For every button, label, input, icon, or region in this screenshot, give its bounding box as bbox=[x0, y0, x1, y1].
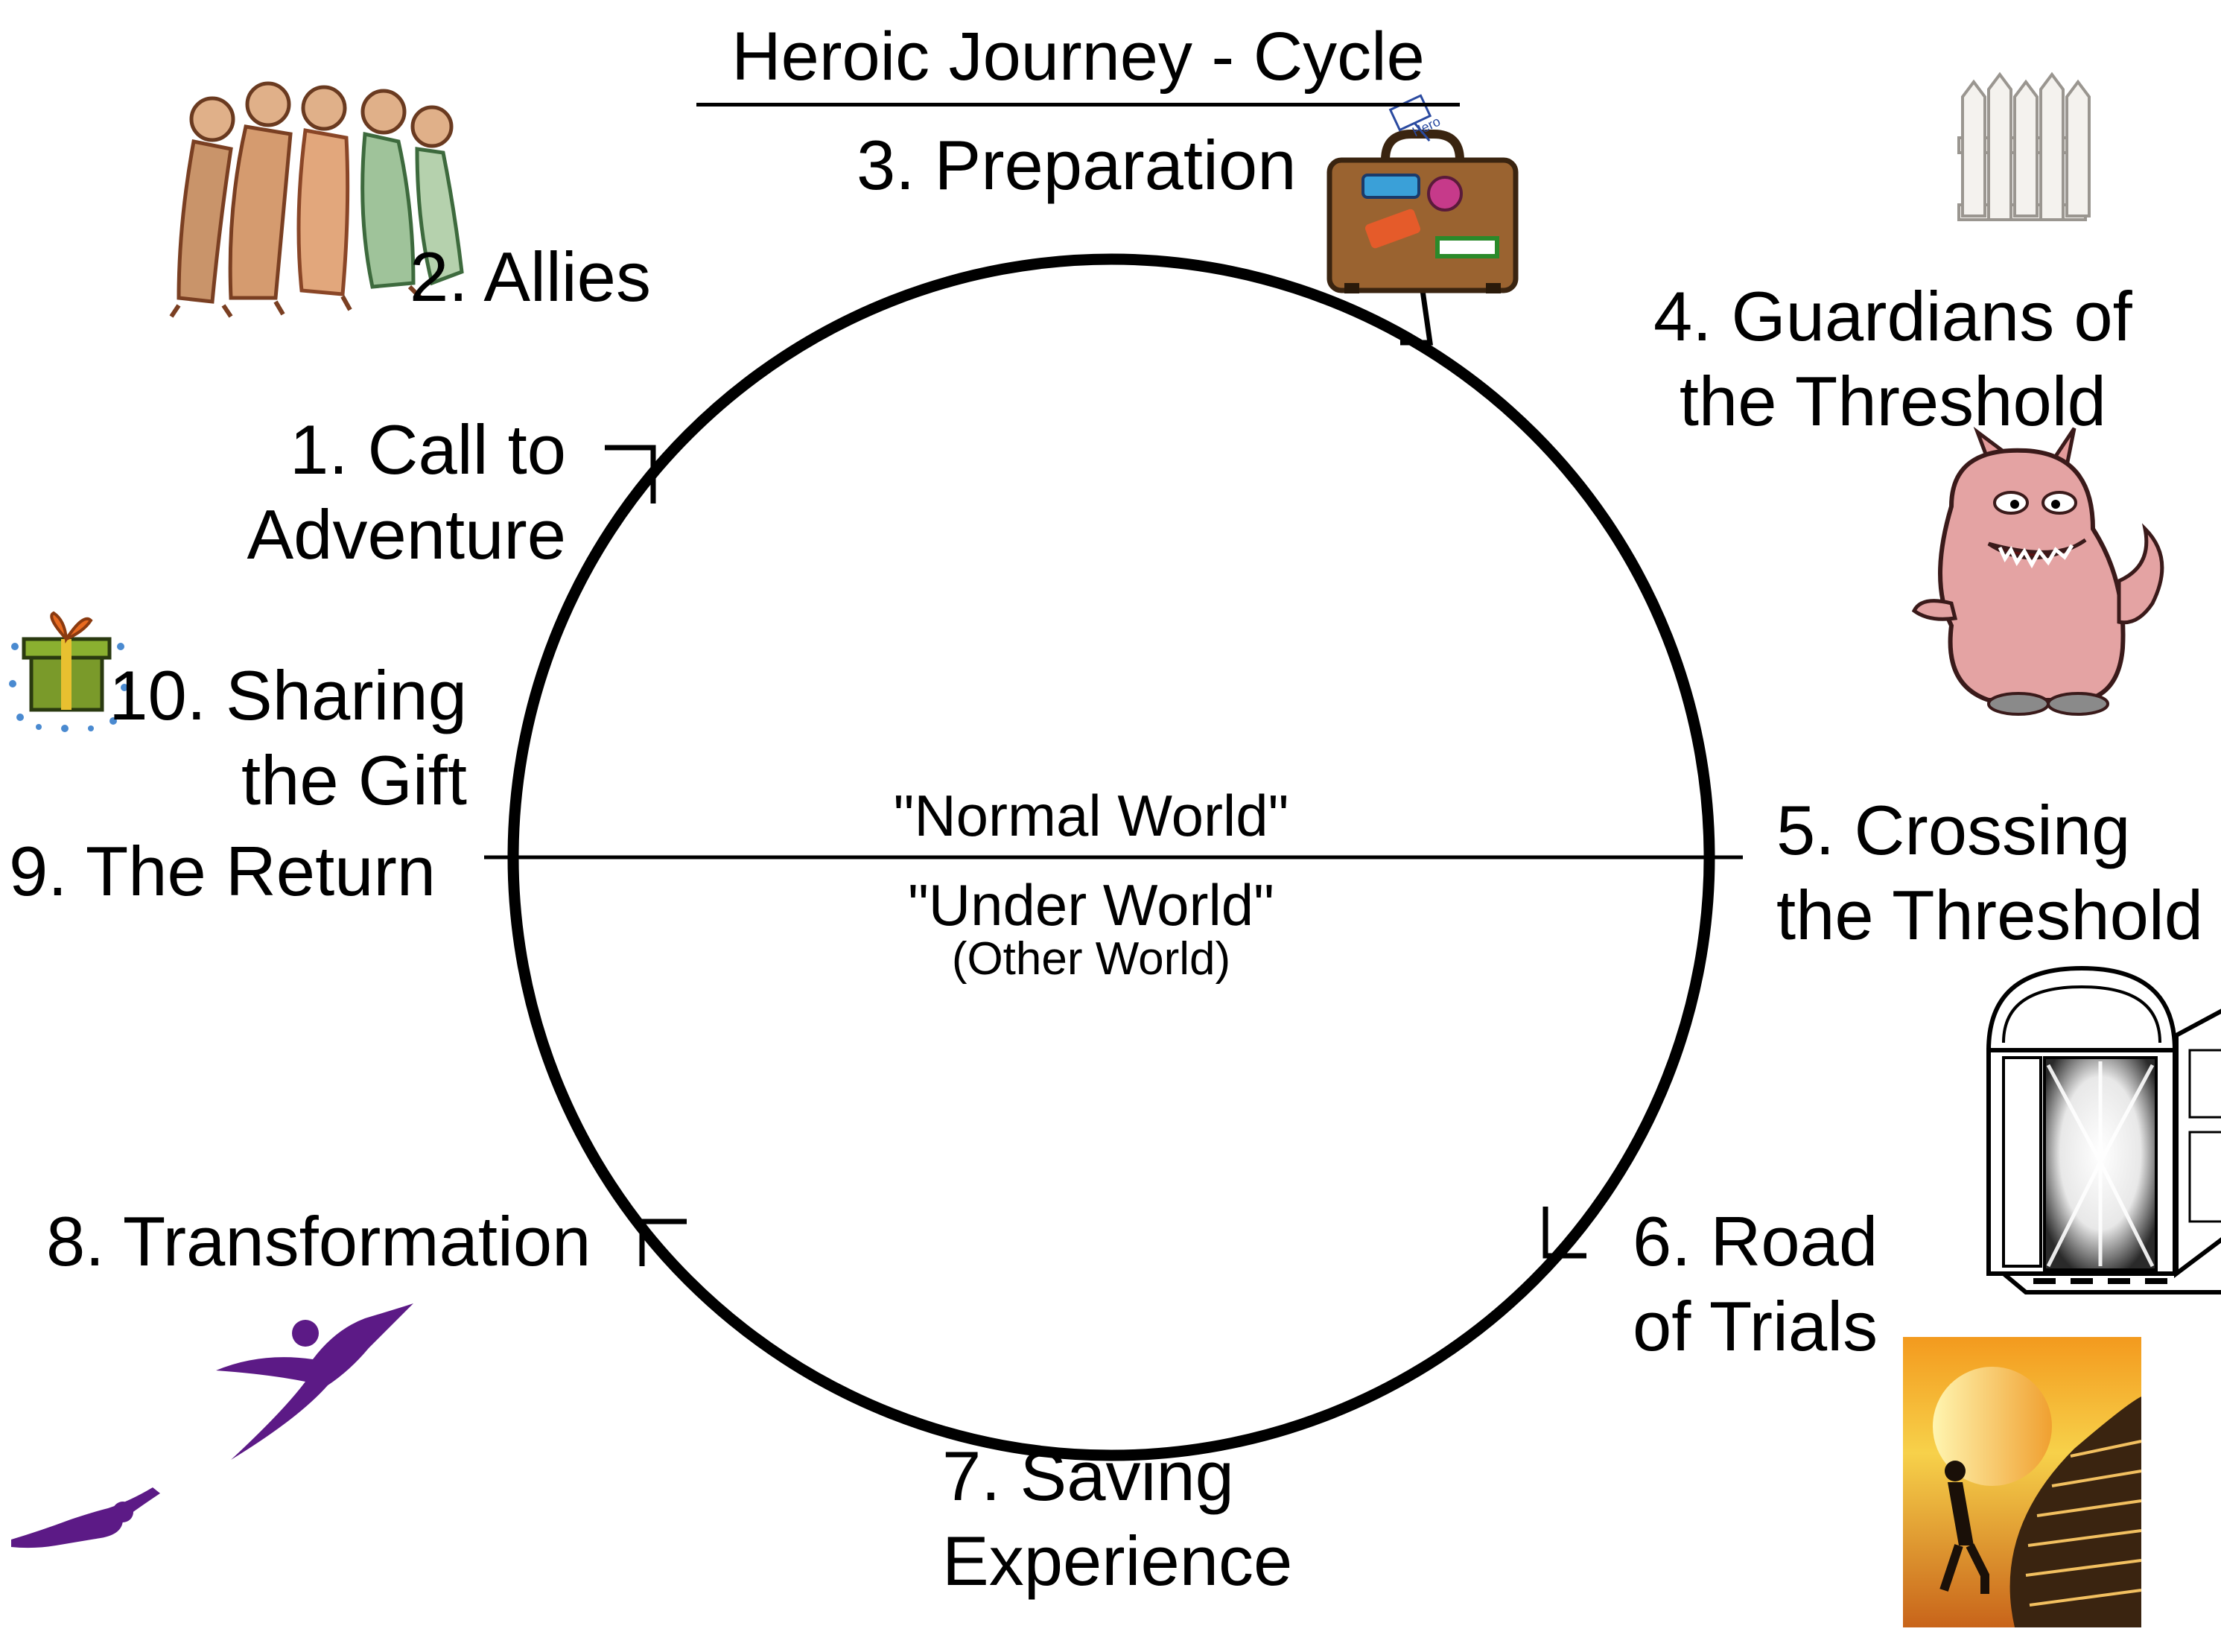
staircase-climber-icon bbox=[1903, 1337, 2142, 1627]
stage-4-line-1: 4. Guardians of bbox=[1653, 277, 2132, 355]
under-world-label: "Under World" bbox=[908, 872, 1274, 938]
gift-box-icon bbox=[9, 611, 128, 732]
stage-9-line-1: 9. The Return bbox=[9, 832, 436, 910]
stage-6-line-1: 6. Road bbox=[1633, 1202, 1878, 1280]
stage-6-line-2: of Trials bbox=[1633, 1287, 1878, 1365]
suitcase-icon bbox=[1326, 94, 1519, 293]
suitcase-tag-text: Hero bbox=[1410, 114, 1443, 140]
allies-figures-icon bbox=[169, 81, 464, 318]
stage-6-road-of-trials: 6. Road of Trials bbox=[1633, 1199, 1878, 1369]
stage-1-line-2: Adventure bbox=[247, 495, 566, 574]
stage-7-line-1: 7. Saving bbox=[942, 1437, 1234, 1515]
stage-10-line-1: 10. Sharing bbox=[109, 656, 467, 734]
stage-ticks bbox=[605, 290, 1586, 1266]
stage-2-line-1: 2. Allies bbox=[410, 238, 651, 316]
stage-4-guardians: 4. Guardians of the Threshold bbox=[1653, 274, 2132, 444]
stage-8-line-1: 8. Transformation bbox=[46, 1202, 591, 1280]
stage-5-line-1: 5. Crossing bbox=[1776, 791, 2131, 869]
stage-9-the-return: 9. The Return bbox=[9, 829, 436, 914]
other-world-label: (Other World) bbox=[951, 933, 1231, 985]
stage-3-preparation: 3. Preparation bbox=[857, 123, 1296, 208]
open-door-icon bbox=[1986, 965, 2221, 1294]
winged-figure-icon bbox=[216, 1303, 413, 1460]
stage-10-line-2: the Gift bbox=[241, 741, 467, 819]
diagram-title: Heroic Journey - Cycle bbox=[696, 15, 1460, 107]
tick-road-of-trials bbox=[1542, 1207, 1586, 1259]
monster-icon bbox=[1911, 426, 2164, 716]
stage-4-line-2: the Threshold bbox=[1679, 362, 2106, 440]
crawling-figure-icon bbox=[11, 1487, 160, 1548]
tick-call-to-adventure bbox=[605, 445, 656, 503]
stage-7-saving-experience: 7. Saving Experience bbox=[942, 1434, 1292, 1604]
stage-5-line-2: the Threshold bbox=[1776, 876, 2204, 954]
stage-10-sharing-the-gift: 10. Sharing the Gift bbox=[109, 653, 467, 823]
tick-preparation bbox=[1400, 290, 1434, 346]
stage-3-line-1: 3. Preparation bbox=[857, 126, 1297, 204]
stage-1-line-1: 1. Call to bbox=[290, 410, 566, 489]
stage-7-line-2: Experience bbox=[942, 1522, 1293, 1600]
stage-5-crossing: 5. Crossing the Threshold bbox=[1776, 788, 2203, 958]
tick-transformation bbox=[639, 1219, 687, 1266]
stage-2-allies: 2. Allies bbox=[410, 235, 651, 320]
stage-8-transformation: 8. Transformation bbox=[46, 1199, 591, 1284]
stage-1-call-to-adventure: 1. Call to Adventure bbox=[247, 407, 566, 577]
normal-world-label: "Normal World" bbox=[893, 783, 1289, 848]
picket-fence-icon bbox=[1957, 72, 2091, 221]
suitcase-tag: Hero bbox=[1410, 114, 1443, 140]
